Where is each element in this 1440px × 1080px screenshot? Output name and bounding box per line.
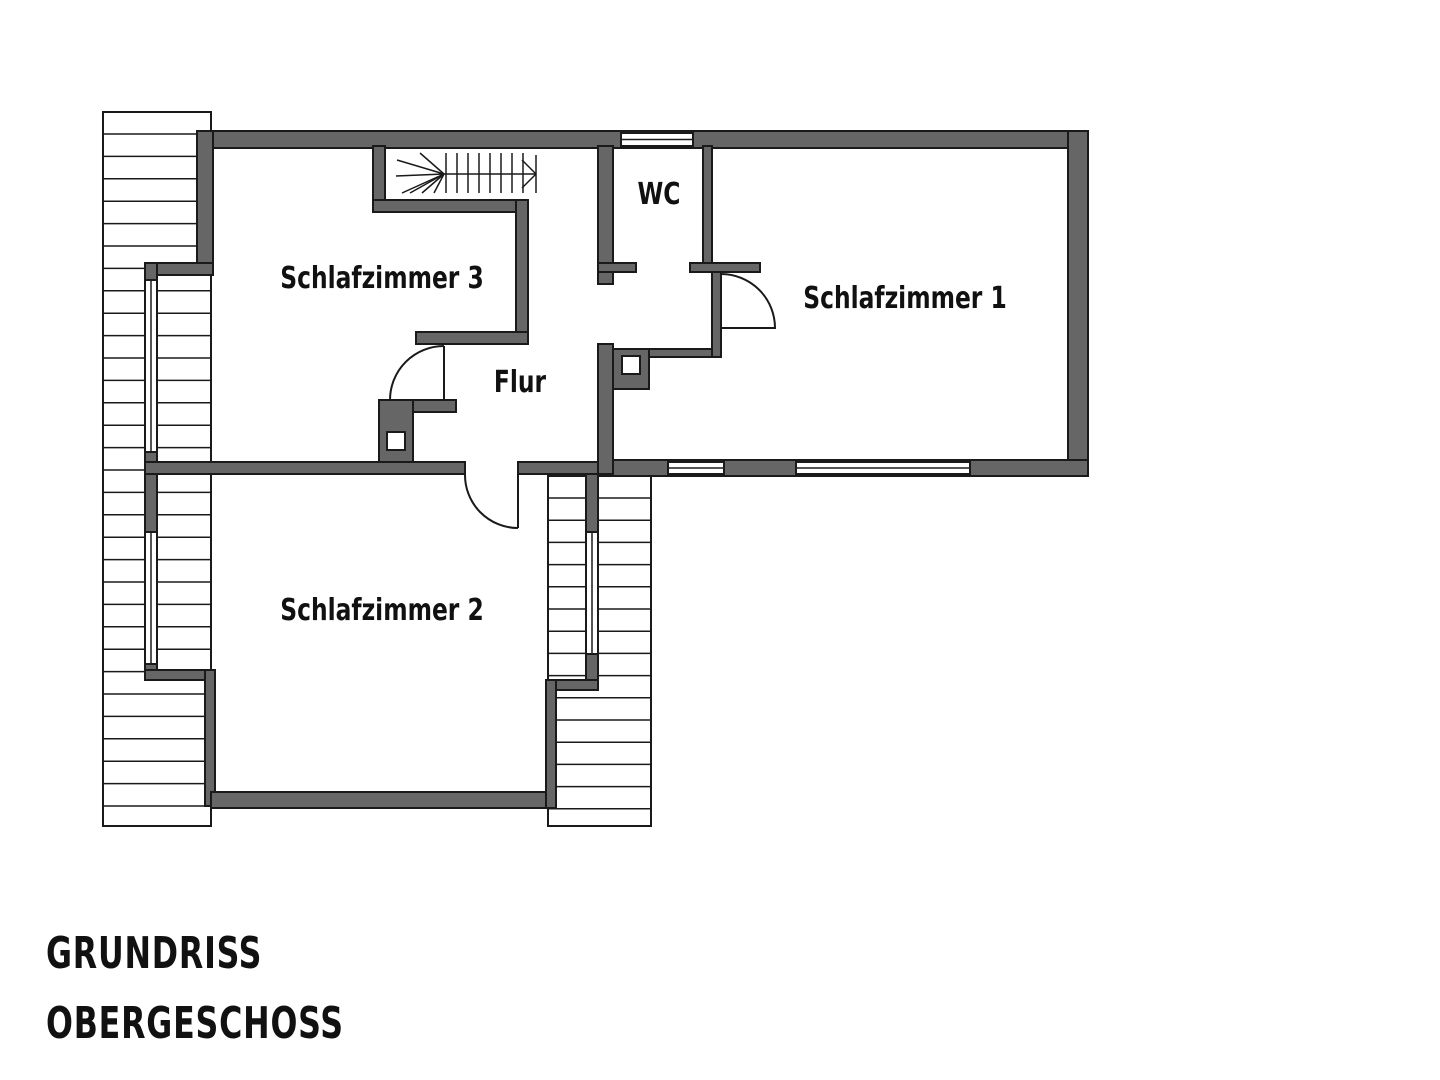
hatch-line: [395, 173, 445, 177]
room-label-wc: WC: [638, 177, 681, 212]
hatch-line: [409, 173, 445, 194]
hatch-line: [521, 173, 537, 189]
room-label-schlafzimmer-2: Schlafzimmer 2: [280, 593, 484, 628]
room-label-schlafzimmer-1: Schlafzimmer 1: [803, 281, 1007, 316]
room-label-flur: Flur: [494, 365, 547, 400]
hatched-roof-right: [547, 475, 652, 827]
room-label-schlafzimmer-3: Schlafzimmer 3: [280, 261, 484, 296]
caption-line-1: GRUNDRISS: [46, 928, 263, 979]
hatch-line: [419, 152, 445, 175]
caption-line-2: OBERGESCHOSS: [46, 998, 344, 1049]
staircase: [395, 152, 537, 194]
hatch-line: [521, 159, 537, 175]
chimney-flue: [621, 355, 641, 375]
hatch-line: [396, 159, 445, 175]
hatch-line: [421, 173, 445, 194]
windows: [144, 132, 971, 665]
doors: [388, 273, 777, 529]
chimney-flue: [386, 431, 406, 451]
hatch-line: [433, 173, 445, 194]
